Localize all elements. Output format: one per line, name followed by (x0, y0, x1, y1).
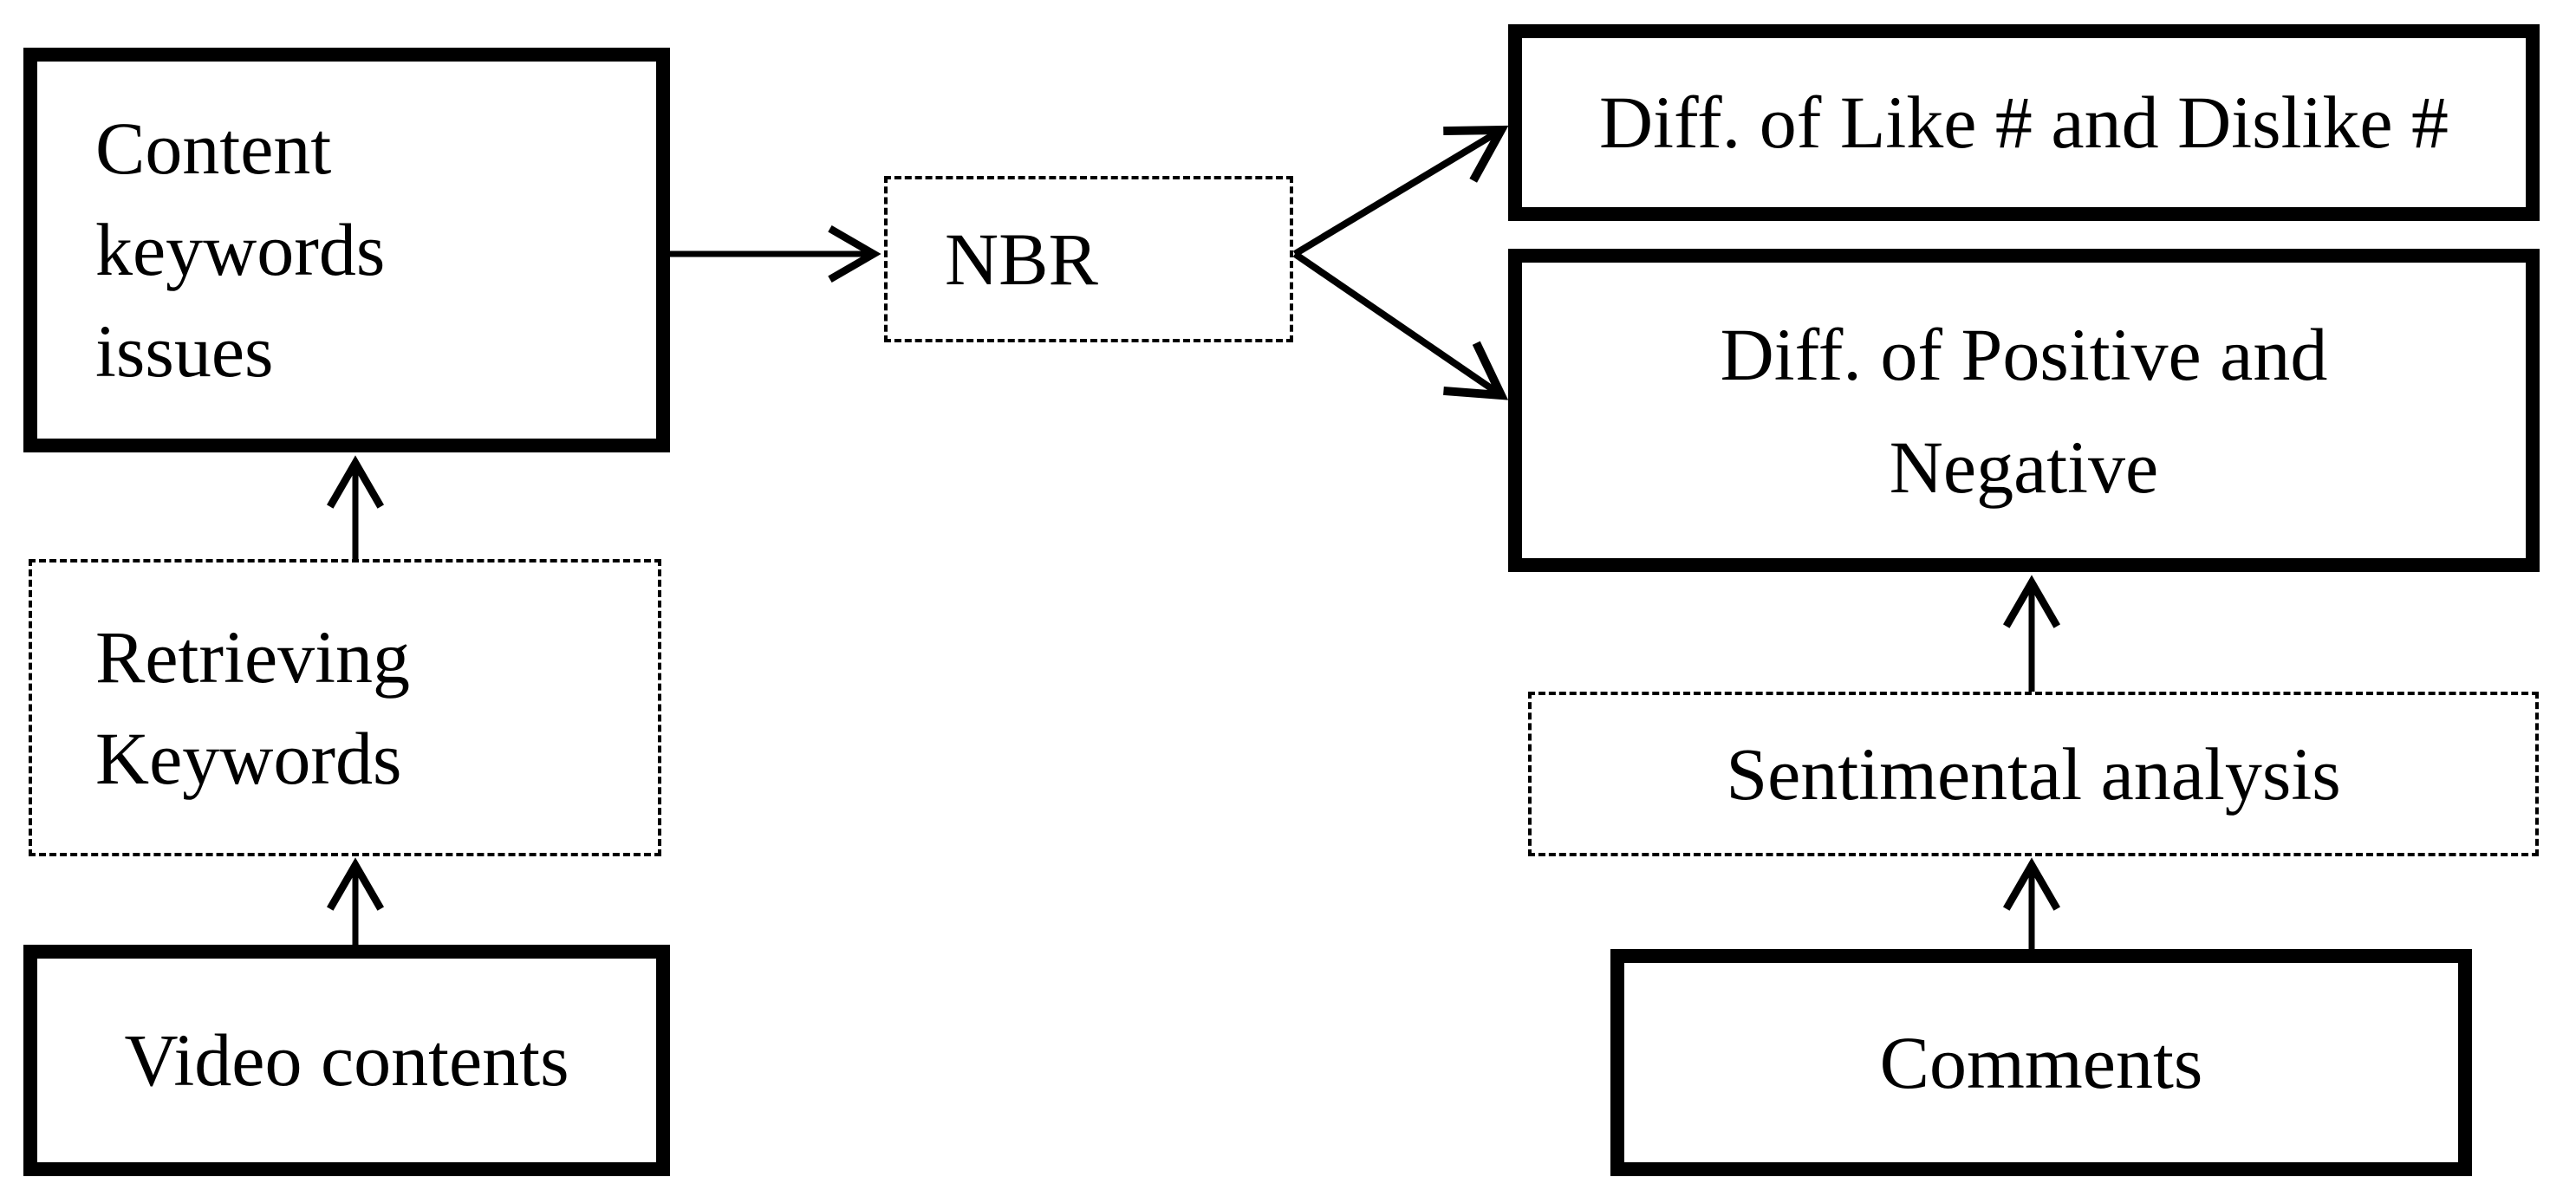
node-nbr: NBR (884, 176, 1293, 342)
node-label: Comments (1879, 1020, 2203, 1104)
node-label: issues (95, 309, 274, 393)
node-comments: Comments (1610, 949, 2472, 1176)
arrow-nbr-to-diff-positive (1292, 250, 1509, 400)
node-video-contents: Video contents (23, 945, 670, 1176)
node-diff-positive-negative: Diff. of Positive and Negative (1508, 249, 2540, 572)
node-retrieving-keywords: Retrieving Keywords (29, 559, 661, 856)
node-label: NBR (945, 217, 1098, 301)
arrow-nbr-to-diff-like (1292, 125, 1509, 257)
node-label: keywords (95, 208, 386, 291)
node-label: Retrieving (95, 615, 411, 699)
node-label: Diff. of Like # and Dislike # (1598, 81, 2449, 164)
node-label: Keywords (95, 716, 402, 800)
node-label: Sentimental analysis (1726, 732, 2341, 816)
node-label: Diff. of Positive and (1720, 312, 2328, 396)
node-label: Video contents (124, 1018, 569, 1102)
node-label: Negative (1889, 425, 2159, 509)
node-content-keywords-issues: Content keywords issues (23, 48, 670, 452)
node-label: Content (95, 107, 332, 190)
node-sentimental-analysis: Sentimental analysis (1528, 692, 2539, 856)
node-diff-like-dislike: Diff. of Like # and Dislike # (1508, 24, 2540, 221)
